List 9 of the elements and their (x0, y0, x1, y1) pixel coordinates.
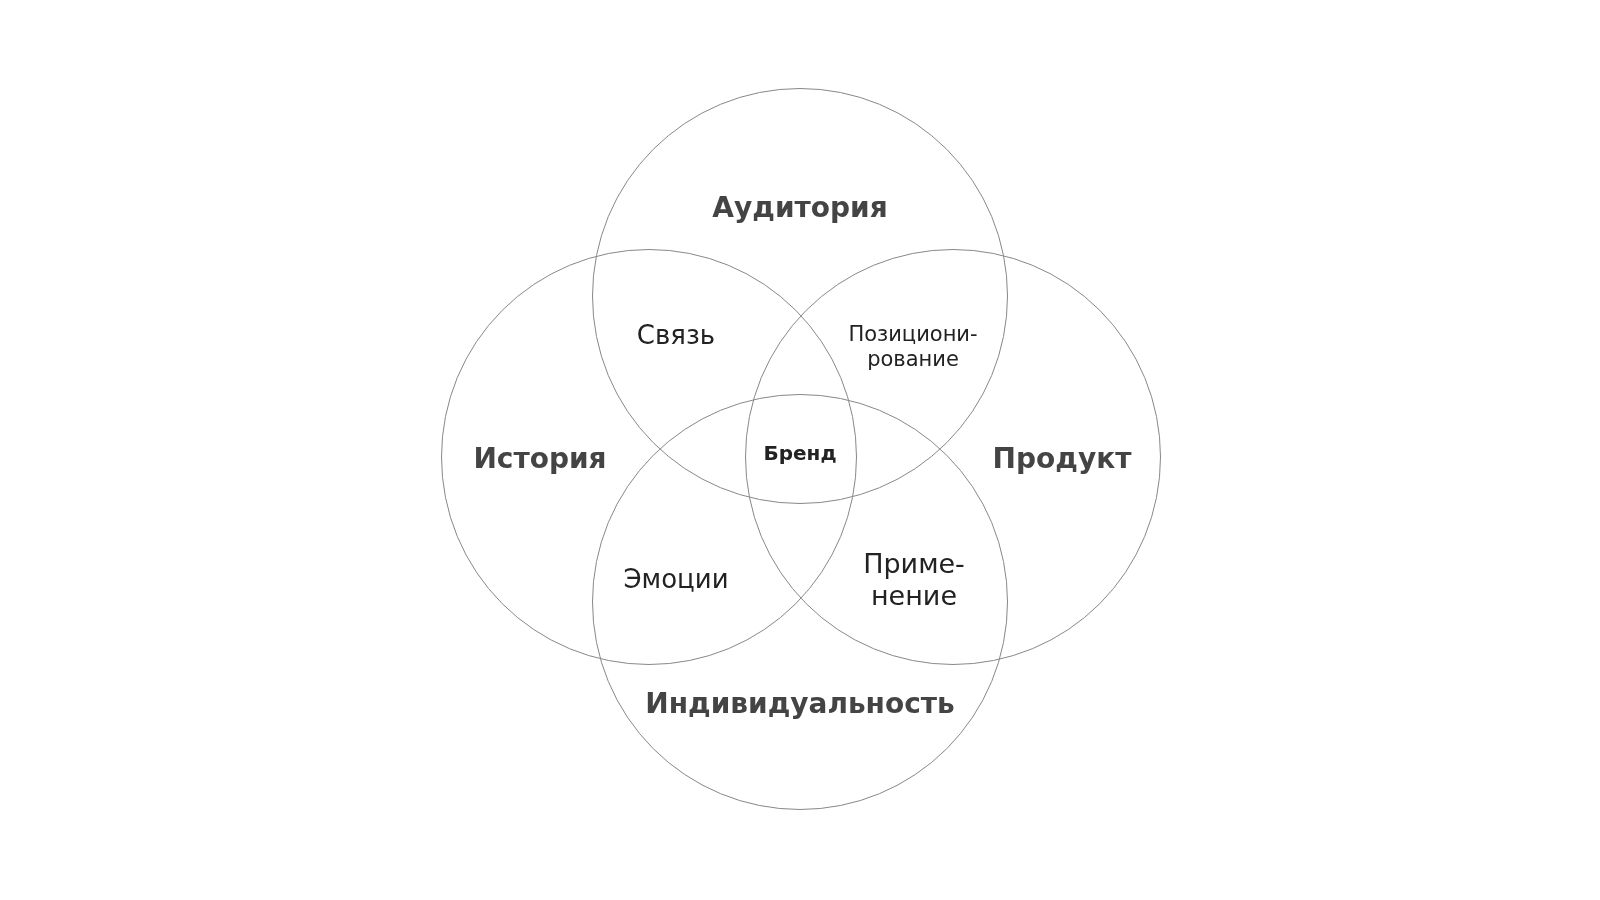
center-label: Бренд (763, 441, 837, 465)
circle-title: Индивидуальность (645, 686, 955, 720)
overlap-label: Приме-нение (862, 547, 966, 613)
overlap-label: Связь (636, 320, 716, 352)
overlap-label: Позициони-рование (847, 321, 979, 373)
circle-title: Аудитория (712, 190, 888, 224)
circle-title: Продукт (992, 441, 1132, 475)
overlap-label: Эмоции (623, 564, 729, 596)
circle-title: История (473, 441, 607, 475)
